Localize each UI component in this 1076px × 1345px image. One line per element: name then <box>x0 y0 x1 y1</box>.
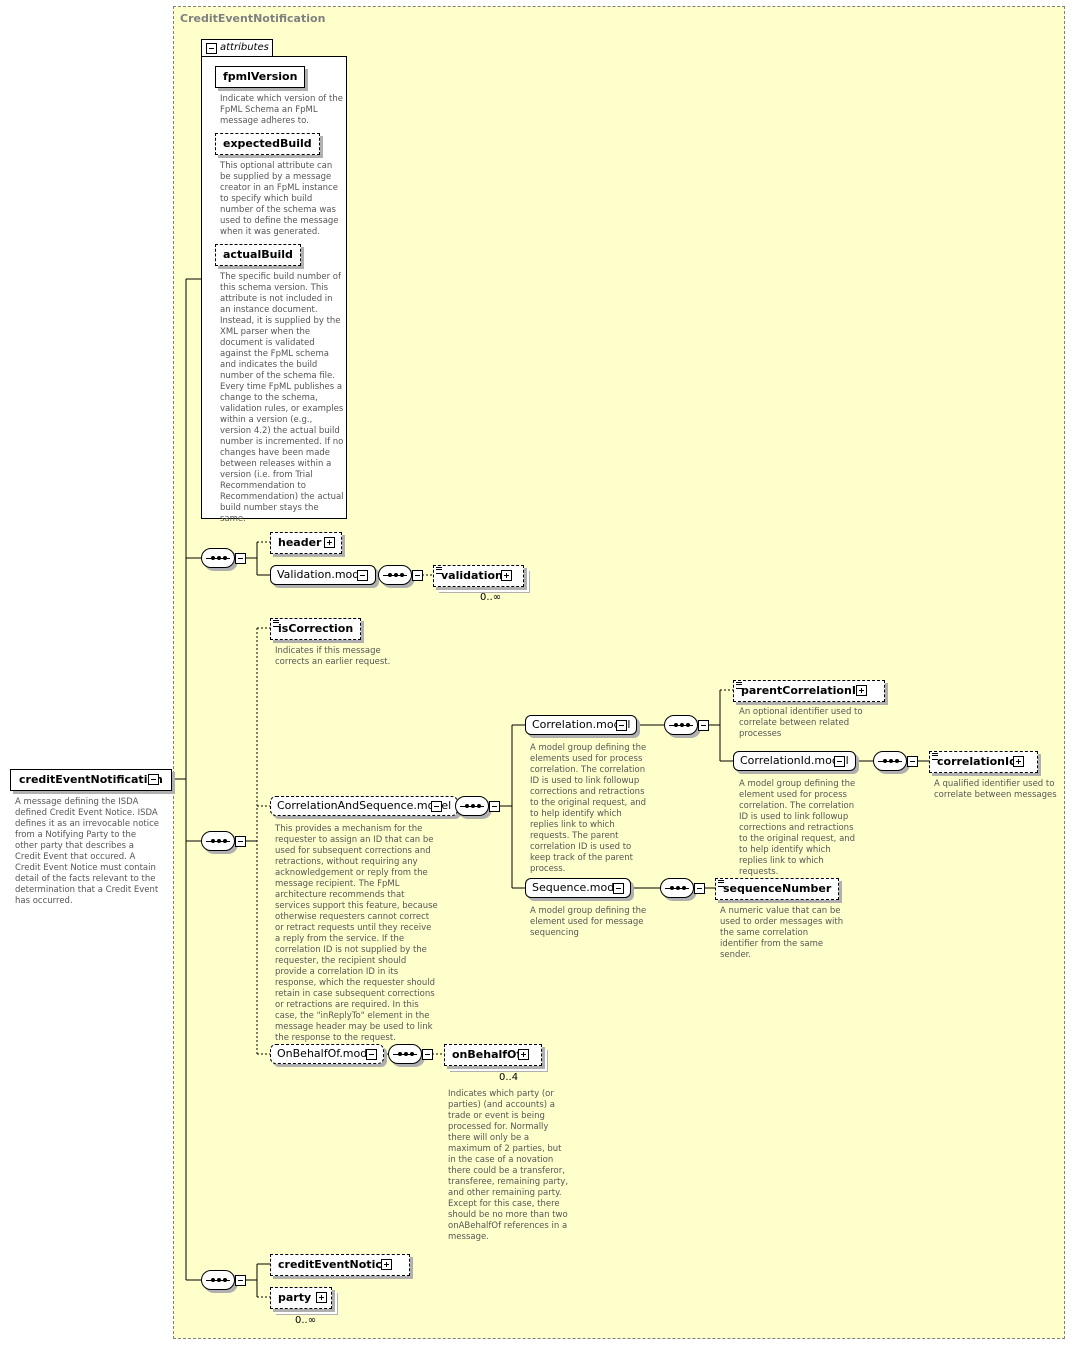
collapse-validation-model-icon[interactable] <box>357 570 368 581</box>
validation-cardinality: 0..∞ <box>480 592 502 603</box>
sequence-compositor-icon[interactable] <box>455 796 489 816</box>
collapse-sequence-icon[interactable] <box>422 1049 433 1060</box>
collapse-root-icon[interactable] <box>148 774 159 785</box>
attribute-expectedBuild[interactable]: expectedBuild <box>215 133 320 155</box>
collapse-onBehalfOf-model-icon[interactable] <box>366 1049 377 1060</box>
expand-creditEventNotice-icon[interactable] <box>381 1259 392 1270</box>
collapse-correlation-and-sequence-icon[interactable] <box>431 801 442 812</box>
element-creditEventNotice[interactable]: creditEventNotice <box>270 1254 411 1276</box>
sequence-compositor-icon[interactable] <box>378 565 412 585</box>
parentCorrelationId-description: An optional identifier used to correlate… <box>739 707 863 739</box>
expand-parentCorrelationId-icon[interactable] <box>856 685 867 696</box>
attribute-expectedBuild-description: This optional attribute can be supplied … <box>220 161 339 237</box>
collapse-sequence-icon[interactable] <box>235 553 246 564</box>
element-parentCorrelationId[interactable]: parentCorrelationId <box>733 680 885 702</box>
attribute-actualBuild-description: The specific build number of this schema… <box>220 272 344 524</box>
group-correlation-and-sequence-model[interactable]: CorrelationAndSequence.model <box>270 796 459 816</box>
documentation-icon <box>436 567 442 574</box>
complex-type-title: CreditEventNotification <box>180 12 326 25</box>
attributes-tab[interactable] <box>201 39 273 57</box>
group-correlationId-model[interactable]: CorrelationId.model <box>733 751 856 771</box>
element-sequenceNumber[interactable]: sequenceNumber <box>715 878 840 900</box>
collapse-sequence-icon[interactable] <box>235 836 246 847</box>
isCorrection-description: Indicates if this message corrects an ea… <box>275 646 391 667</box>
attribute-actualBuild[interactable]: actualBuild <box>215 244 301 266</box>
sequence-compositor-icon[interactable] <box>201 1270 235 1290</box>
collapse-sequence-icon[interactable] <box>489 801 500 812</box>
group-onBehalfOf-model[interactable]: OnBehalfOf.model <box>270 1044 385 1064</box>
collapse-sequence-icon[interactable] <box>412 570 423 581</box>
root-description: A message defining the ISDA defined Cred… <box>15 797 159 906</box>
onBehalfOf-cardinality: 0..4 <box>499 1072 519 1083</box>
documentation-icon <box>718 880 724 887</box>
collapse-sequence-icon[interactable] <box>698 720 709 731</box>
expand-header-icon[interactable] <box>324 537 335 548</box>
element-correlationId[interactable]: correlationId <box>929 751 1038 773</box>
expand-correlationId-icon[interactable] <box>1013 756 1024 767</box>
documentation-icon <box>932 753 938 760</box>
element-onBehalfOf[interactable]: onBehalfOf <box>444 1044 543 1066</box>
sequence-compositor-icon[interactable] <box>873 751 907 771</box>
correlationId-description: A qualified identifier used to correlate… <box>934 779 1057 800</box>
group-validation-model[interactable]: Validation.model <box>270 565 377 585</box>
element-header[interactable]: header <box>270 532 343 554</box>
collapse-correlation-model-icon[interactable] <box>616 720 627 731</box>
correlationId-model-description: A model group defining the element used … <box>739 779 856 877</box>
collapse-attributes-icon[interactable] <box>206 43 217 54</box>
party-cardinality: 0..∞ <box>295 1315 317 1326</box>
attribute-fpmlVersion-description: Indicate which version of the FpML Schem… <box>220 94 343 126</box>
correlation-and-sequence-description: This provides a mechanism for the reques… <box>275 824 438 1043</box>
onBehalfOf-description: Indicates which party (or parties) (and … <box>448 1089 569 1242</box>
documentation-icon <box>273 620 279 627</box>
group-correlation-model[interactable]: Correlation.model <box>525 715 638 735</box>
expand-onBehalfOf-icon[interactable] <box>518 1049 529 1060</box>
group-sequence-model[interactable]: Sequence.model <box>525 878 632 898</box>
collapse-sequence-icon[interactable] <box>907 756 918 767</box>
root-element[interactable]: creditEventNotification <box>10 769 172 791</box>
documentation-icon <box>736 682 742 689</box>
correlation-model-description: A model group defining the elements used… <box>530 743 647 874</box>
sequence-compositor-icon[interactable] <box>201 831 235 851</box>
collapse-sequence-icon[interactable] <box>694 883 705 894</box>
sequence-compositor-icon[interactable] <box>664 715 698 735</box>
attributes-label: attributes <box>220 42 269 53</box>
sequence-compositor-icon[interactable] <box>388 1044 422 1064</box>
expand-party-icon[interactable] <box>316 1292 327 1303</box>
attribute-fpmlVersion[interactable]: fpmlVersion <box>215 66 306 88</box>
sequence-model-description: A model group defining the element used … <box>530 906 647 938</box>
collapse-correlationId-model-icon[interactable] <box>834 756 845 767</box>
sequence-compositor-icon[interactable] <box>660 878 694 898</box>
sequence-compositor-icon[interactable] <box>201 548 235 568</box>
element-isCorrection[interactable]: isCorrection <box>270 618 362 640</box>
expand-validation-icon[interactable] <box>501 570 512 581</box>
sequenceNumber-description: A numeric value that can be used to orde… <box>720 906 844 960</box>
collapse-sequence-model-icon[interactable] <box>613 883 624 894</box>
collapse-sequence-icon[interactable] <box>235 1275 246 1286</box>
